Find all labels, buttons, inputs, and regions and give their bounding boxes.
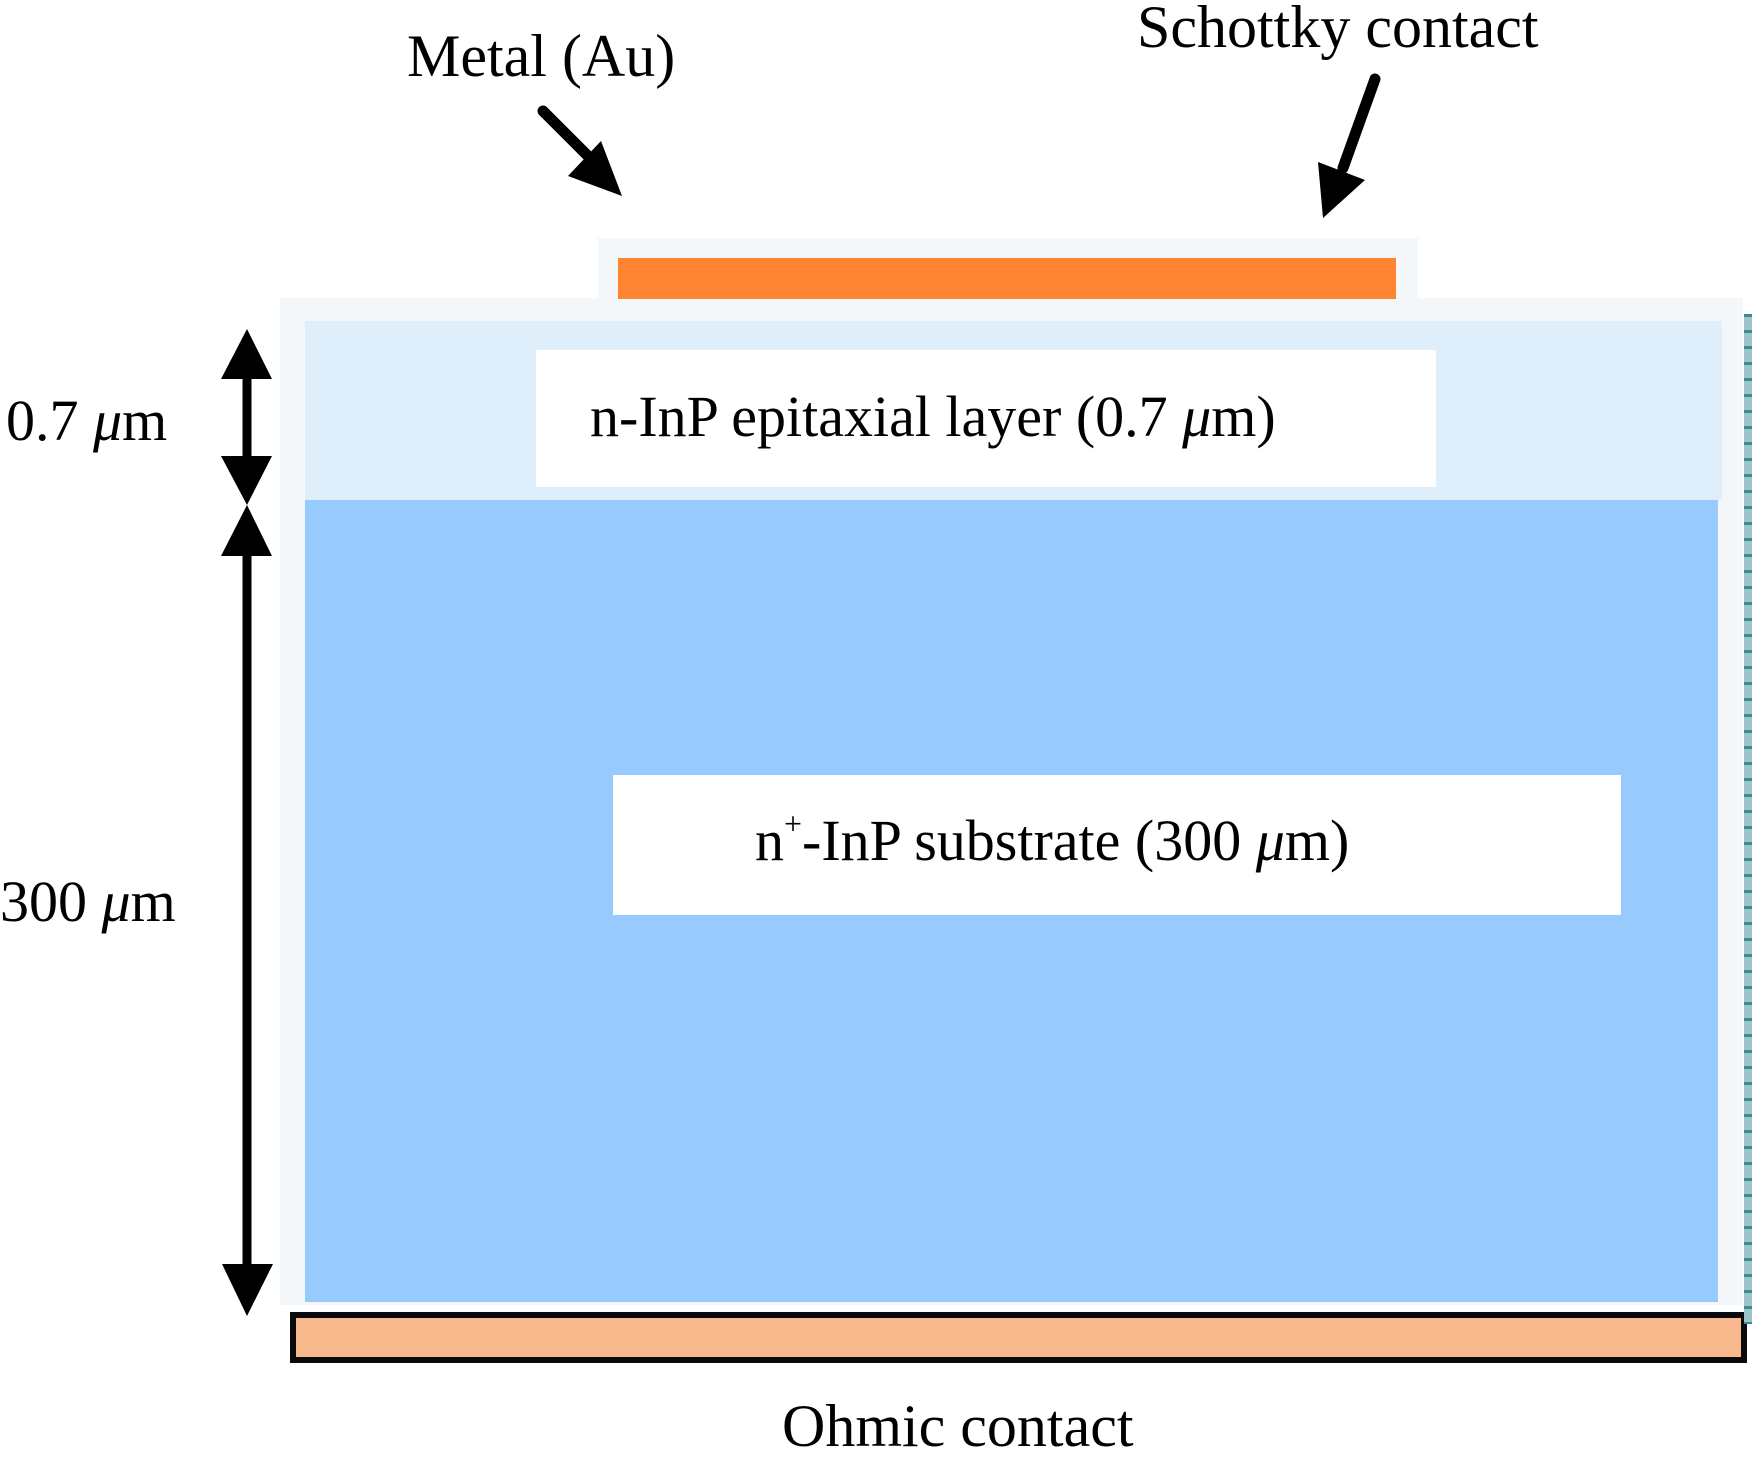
substrate-thickness-value: 300 bbox=[0, 869, 102, 934]
metal-label: Metal (Au) bbox=[407, 23, 676, 89]
sub-label-suffix: m) bbox=[1284, 808, 1350, 873]
epitaxial-layer-label-box bbox=[536, 350, 1436, 487]
sub-label-prefix: n bbox=[755, 808, 784, 873]
substrate-label: n+-InP substrate (300 μm) bbox=[755, 808, 1349, 870]
sub-label-rest: -InP substrate (300 bbox=[802, 808, 1256, 873]
epi-label-mu: μ bbox=[1182, 384, 1212, 449]
substrate-thickness-mu: μ bbox=[101, 869, 131, 934]
edge-stripe bbox=[1744, 314, 1752, 1324]
substrate-dimension-arrow bbox=[221, 505, 273, 1316]
ohmic-contact-label: Ohmic contact bbox=[782, 1393, 1134, 1459]
epi-label-prefix: n-InP epitaxial layer (0.7 bbox=[590, 384, 1183, 449]
schottky-contact-label: Schottky contact bbox=[1137, 0, 1539, 60]
sub-label-mu: μ bbox=[1255, 808, 1285, 873]
schottky-metal-contact bbox=[618, 258, 1396, 299]
epitaxial-layer-label: n-InP epitaxial layer (0.7 μm) bbox=[590, 388, 1276, 446]
epi-thickness-unit: m bbox=[122, 388, 168, 453]
substrate-thickness-unit: m bbox=[130, 869, 176, 934]
epi-label-suffix: m) bbox=[1211, 384, 1276, 449]
epi-dimension-arrow bbox=[221, 329, 272, 505]
epi-thickness-label: 0.7 μm bbox=[6, 392, 167, 450]
epi-thickness-value: 0.7 bbox=[6, 388, 93, 453]
metal-pointer-arrow bbox=[537, 105, 622, 196]
schottky-pointer-arrow bbox=[1318, 73, 1381, 218]
epi-thickness-mu: μ bbox=[93, 388, 123, 453]
substrate-label-box bbox=[613, 775, 1621, 915]
sub-label-sup: + bbox=[784, 806, 802, 842]
substrate-thickness-label: 300 μm bbox=[0, 873, 176, 931]
ohmic-contact bbox=[290, 1312, 1747, 1363]
